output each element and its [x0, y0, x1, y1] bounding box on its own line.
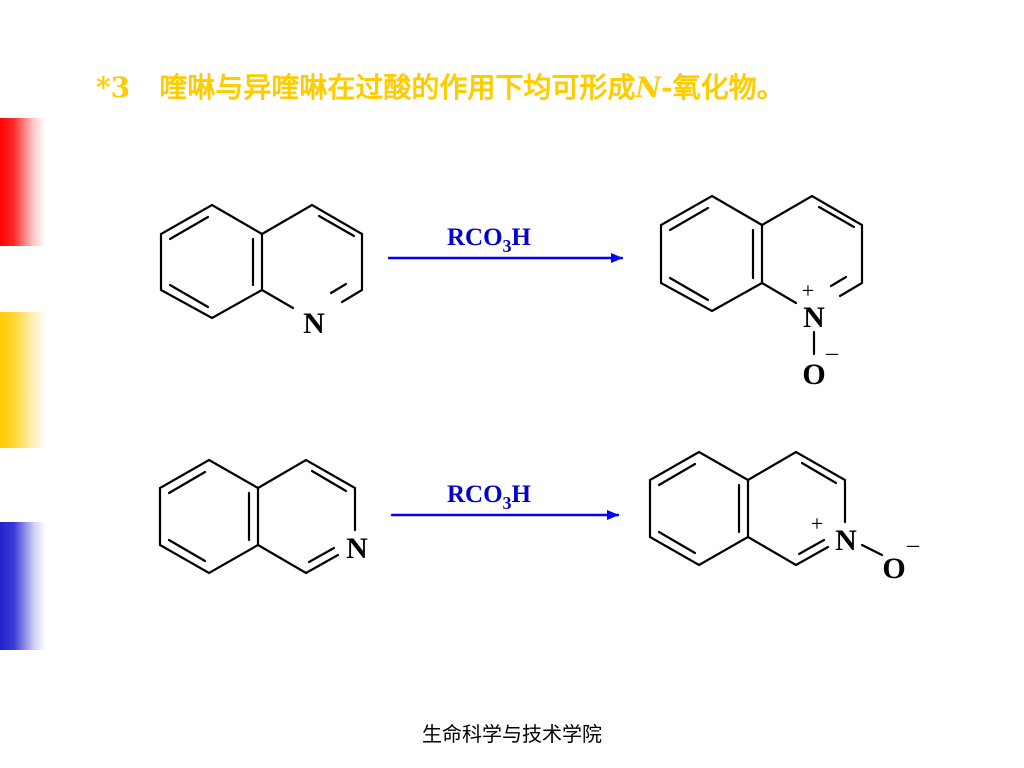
quinoline-structure [159, 203, 364, 320]
slide-title: *3 喹啉与异喹啉在过酸的作用下均可形成N-氧化物。 [96, 66, 785, 110]
oxygen-minus-charge-1: – [825, 340, 839, 366]
decorative-bar-yellow [0, 312, 46, 448]
nitrogen-plus-charge-1: + [802, 278, 814, 303]
title-text-after: -氧化物。 [660, 71, 785, 104]
title-italic-n: N [635, 71, 661, 104]
n-oxide-n-atom-1: N [803, 301, 825, 334]
n-oxide-n-atom-2: N [835, 524, 857, 557]
isoquinoline-n-atom: N [346, 532, 368, 565]
n-oxide-o-atom-1: O [802, 358, 825, 391]
reagent-label-1: RCO3H [447, 224, 532, 256]
title-number: *3 [96, 71, 131, 104]
quinoline-n-atom: N [303, 307, 325, 340]
footer-institution: 生命科学与技术学院 [422, 722, 602, 746]
isoquinoline-structure [158, 458, 357, 575]
nitrogen-plus-charge-2: + [811, 511, 823, 536]
decorative-bar-red [0, 118, 46, 246]
reaction-1: N RCO3H + N O – [159, 194, 864, 391]
quinoline-n-oxide-structure [659, 194, 864, 356]
reaction-scheme: N RCO3H + N O – N [158, 194, 920, 585]
reagent-label-2: RCO3H [447, 481, 532, 513]
reaction-2: N RCO3H + N O – [158, 450, 920, 585]
n-oxide-o-atom-2: O [882, 552, 905, 585]
decorative-bar-blue [0, 522, 46, 650]
title-text-before: 喹啉与异喹啉在过酸的作用下均可形成 [159, 71, 636, 104]
oxygen-minus-charge-2: – [906, 532, 920, 558]
isoquinoline-n-oxide-structure [648, 450, 884, 567]
